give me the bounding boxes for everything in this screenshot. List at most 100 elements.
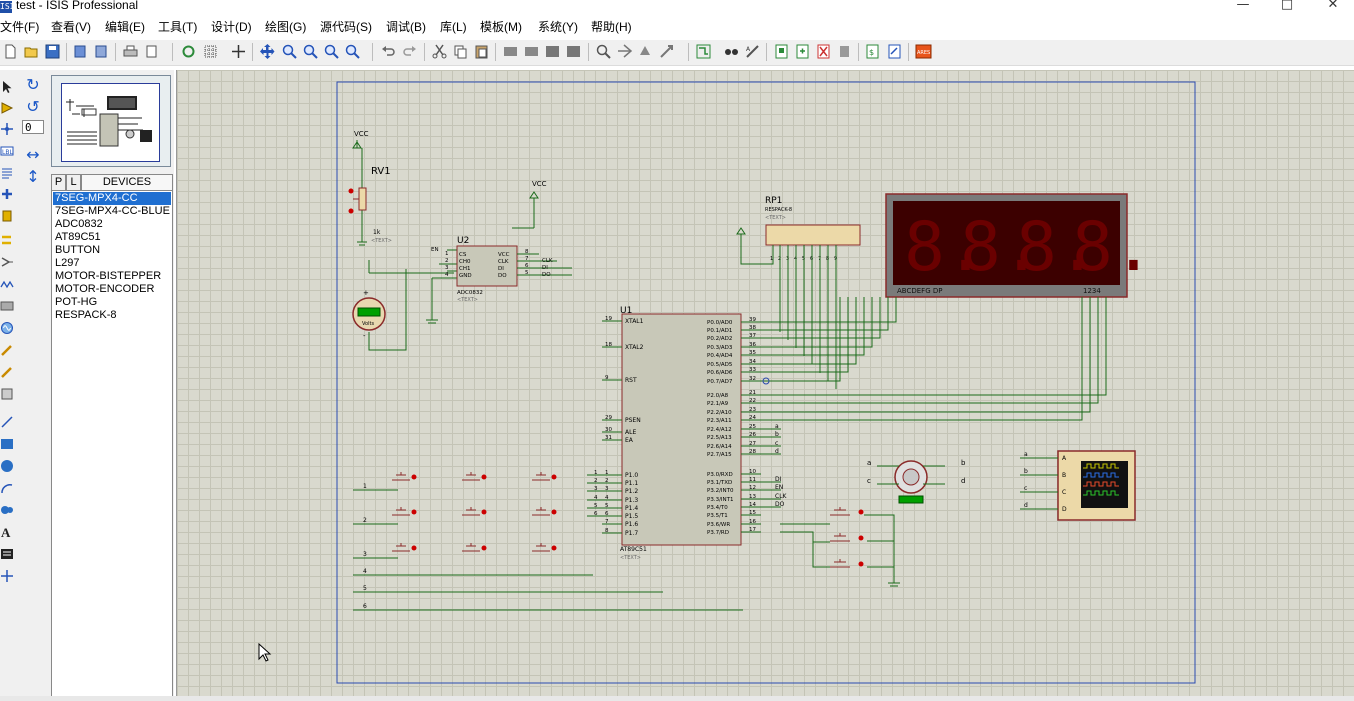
subcircuit-mode-icon[interactable] bbox=[0, 209, 14, 223]
u2-adc0832[interactable]: VCC U2 ADC0832 <TEXT> CS1ENCH02CH13GND4V… bbox=[426, 180, 572, 324]
wire-autorouter-icon[interactable] bbox=[695, 43, 712, 60]
wire-label-mode-icon[interactable]: LBL bbox=[0, 144, 14, 158]
new-sheet-icon[interactable] bbox=[773, 43, 790, 60]
menu-edit[interactable]: 编辑(E) bbox=[105, 20, 145, 34]
menu-source[interactable]: 源代码(S) bbox=[320, 20, 372, 34]
paste-icon[interactable] bbox=[473, 43, 490, 60]
menu-design[interactable]: 设计(D) bbox=[211, 20, 252, 34]
export-icon[interactable] bbox=[93, 43, 110, 60]
device-item-at89c51[interactable]: AT89C51 bbox=[55, 231, 101, 243]
menu-help[interactable]: 帮助(H) bbox=[591, 20, 632, 34]
menu-graph[interactable]: 绘图(G) bbox=[265, 20, 307, 34]
selection-mode-icon[interactable] bbox=[0, 80, 14, 94]
stepper-motor[interactable]: a c b d bbox=[867, 459, 966, 504]
menu-tools[interactable]: 工具(T) bbox=[158, 20, 198, 34]
menu-library[interactable]: 库(L) bbox=[440, 20, 467, 34]
pan-icon[interactable] bbox=[259, 43, 276, 60]
redo-icon[interactable] bbox=[401, 43, 418, 60]
menu-file[interactable]: 文件(F) bbox=[0, 20, 40, 34]
mirror-vertical-icon[interactable]: ↕ bbox=[26, 167, 40, 186]
save-icon[interactable] bbox=[44, 43, 61, 60]
block-copy-icon[interactable] bbox=[502, 43, 519, 60]
print-area-icon[interactable] bbox=[143, 43, 160, 60]
netlist-icon[interactable]: $ bbox=[864, 43, 881, 60]
remove-sheet-icon[interactable] bbox=[794, 43, 811, 60]
search-icon[interactable] bbox=[723, 43, 740, 60]
pick-devices-tab[interactable]: P bbox=[51, 174, 66, 191]
rotate-clockwise-icon[interactable]: ↻ bbox=[26, 75, 40, 94]
import-icon[interactable] bbox=[72, 43, 89, 60]
undo-icon[interactable] bbox=[380, 43, 397, 60]
bom-icon[interactable] bbox=[836, 43, 853, 60]
property-assign-icon[interactable]: A bbox=[744, 43, 761, 60]
mirror-horizontal-icon[interactable]: ↔ bbox=[26, 145, 40, 164]
text-tool-icon[interactable]: A bbox=[0, 525, 14, 539]
new-file-icon[interactable] bbox=[2, 43, 19, 60]
zoom-area-icon[interactable] bbox=[344, 43, 361, 60]
device-list[interactable]: 7SEG-MPX4-CC 7SEG-MPX4-CC-BLUE ADC0832 A… bbox=[51, 190, 173, 697]
block-move-icon[interactable] bbox=[523, 43, 540, 60]
symbol-tool-icon[interactable] bbox=[0, 547, 14, 561]
netlist-transfer-icon[interactable] bbox=[886, 43, 903, 60]
marker-tool-icon[interactable] bbox=[0, 569, 14, 583]
minimize-icon[interactable]: — bbox=[1236, 0, 1250, 12]
rotation-angle-input[interactable]: 0 bbox=[22, 120, 44, 134]
pick-device-icon[interactable] bbox=[595, 43, 612, 60]
menu-debug[interactable]: 调试(B) bbox=[386, 20, 426, 34]
p3-pushbuttons[interactable] bbox=[780, 507, 900, 587]
current-probe-mode-icon[interactable] bbox=[0, 365, 14, 379]
path-tool-icon[interactable] bbox=[0, 503, 14, 517]
bus-mode-icon[interactable] bbox=[0, 187, 14, 201]
close-icon[interactable]: ✕ bbox=[1327, 0, 1339, 12]
zoom-all-icon[interactable] bbox=[323, 43, 340, 60]
u1-at89c51[interactable]: U1 AT89C51 <TEXT> XTAL119XTAL218RST9PSEN… bbox=[602, 306, 788, 561]
device-pins-mode-icon[interactable] bbox=[0, 255, 14, 269]
device-item-7seg-mpx4-cc[interactable]: 7SEG-MPX4-CC bbox=[53, 192, 171, 205]
junction-dot-mode-icon[interactable] bbox=[0, 122, 14, 136]
line-tool-icon[interactable] bbox=[0, 415, 14, 429]
device-item-motor-bistepper[interactable]: MOTOR-BISTEPPER bbox=[55, 270, 162, 282]
voltage-probe-mode-icon[interactable] bbox=[0, 343, 14, 357]
arc-tool-icon[interactable] bbox=[0, 481, 14, 495]
print-icon[interactable] bbox=[122, 43, 139, 60]
packaging-icon[interactable] bbox=[637, 43, 654, 60]
tape-recorder-mode-icon[interactable] bbox=[0, 299, 14, 313]
decompose-icon[interactable] bbox=[658, 43, 675, 60]
box-tool-icon[interactable] bbox=[0, 437, 14, 451]
menu-system[interactable]: 系统(Y) bbox=[538, 20, 578, 34]
maximize-icon[interactable]: □ bbox=[1280, 0, 1294, 12]
exit-sheet-icon[interactable] bbox=[815, 43, 832, 60]
cut-icon[interactable] bbox=[431, 43, 448, 60]
library-manager-tab[interactable]: L bbox=[66, 174, 81, 191]
menu-template[interactable]: 模板(M) bbox=[480, 20, 522, 34]
device-item-pot-hg[interactable]: POT-HG bbox=[55, 296, 98, 308]
circle-tool-icon[interactable] bbox=[0, 459, 14, 473]
overview-window[interactable] bbox=[51, 75, 171, 167]
device-item-respack-8[interactable]: RESPACK-8 bbox=[55, 309, 117, 321]
menu-view[interactable]: 查看(V) bbox=[51, 20, 91, 34]
copy-icon[interactable] bbox=[452, 43, 469, 60]
rotate-anticlockwise-icon[interactable]: ↺ bbox=[26, 97, 40, 116]
seven-segment-display[interactable]: 8.8.8.8. ABCDEFG DP 1234 bbox=[885, 193, 1154, 298]
terminals-mode-icon[interactable] bbox=[0, 233, 14, 247]
device-item-7seg-mpx4-cc-blue[interactable]: 7SEG-MPX4-CC-BLUE bbox=[55, 205, 170, 217]
dc-voltmeter[interactable]: Volts + - bbox=[352, 260, 454, 351]
generator-mode-icon[interactable] bbox=[0, 321, 14, 335]
device-item-l297[interactable]: L297 bbox=[55, 257, 80, 269]
make-device-icon[interactable] bbox=[616, 43, 633, 60]
component-mode-icon[interactable] bbox=[0, 101, 14, 115]
zoom-in-icon[interactable] bbox=[281, 43, 298, 60]
graph-mode-icon[interactable] bbox=[0, 277, 14, 291]
origin-icon[interactable] bbox=[230, 43, 247, 60]
schematic-canvas[interactable]: VCC RV1 1k <TEXT> Volts + - VCC U2 ADC08… bbox=[176, 70, 1354, 696]
text-script-mode-icon[interactable] bbox=[0, 166, 14, 180]
block-rotate-icon[interactable] bbox=[544, 43, 561, 60]
ares-icon[interactable]: ARES bbox=[915, 43, 932, 60]
device-item-button[interactable]: BUTTON bbox=[55, 244, 101, 256]
refresh-icon[interactable] bbox=[180, 43, 197, 60]
device-item-motor-encoder[interactable]: MOTOR-ENCODER bbox=[55, 283, 155, 295]
device-item-adc0832[interactable]: ADC0832 bbox=[55, 218, 103, 230]
